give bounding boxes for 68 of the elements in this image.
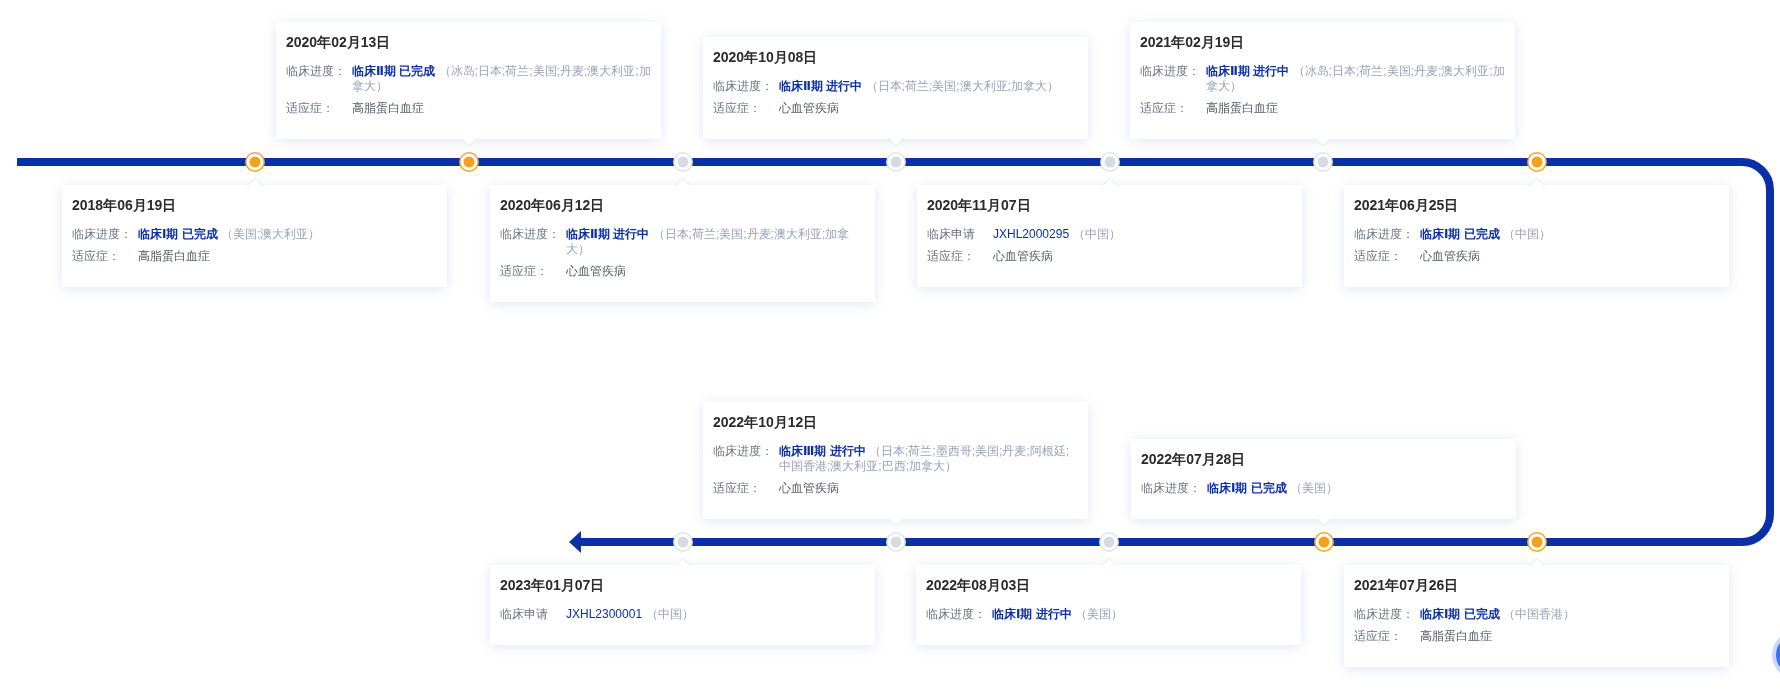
phase-status-text: 临床Ⅱ期 进行中 （日本;荷兰;美国;澳大利亚;加拿大） — [779, 79, 1059, 93]
timeline-card — [703, 37, 1088, 139]
indication-text: 心血管疾病 — [779, 481, 839, 495]
timeline-card — [917, 185, 1302, 287]
timeline-card — [1131, 439, 1516, 519]
field-label: 适应症： — [1354, 629, 1402, 643]
timeline-card — [62, 185, 447, 287]
phase-status-text: 临床Ⅲ期 进行中 （日本;荷兰;墨西哥;美国;丹麦;阿根廷;中国香港;澳大利亚;巴西;加拿大） — [779, 444, 1070, 473]
field-label: 临床进度： — [500, 227, 560, 241]
field-label: 临床进度： — [1354, 607, 1414, 621]
field-label: 临床申请 — [500, 607, 548, 621]
indication-text: 心血管疾病 — [779, 101, 839, 115]
indication-text: 高脂蛋白血症 — [1206, 101, 1278, 115]
date-heading: 2022年07月28日 — [1141, 450, 1246, 469]
timeline-card — [1130, 22, 1515, 139]
field-label: 临床进度： — [1141, 481, 1201, 495]
date-heading: 2023年01月07日 — [500, 576, 605, 595]
field-label: 临床进度： — [72, 227, 132, 241]
field-label: 适应症： — [1354, 249, 1402, 263]
application-number: JXHL2000295 — [993, 227, 1070, 241]
date-heading: 2022年10月12日 — [713, 413, 818, 432]
date-heading: 2021年06月25日 — [1354, 196, 1459, 215]
field-label: 适应症： — [500, 264, 548, 278]
indication-text: 心血管疾病 — [993, 249, 1053, 263]
field-label: 临床进度： — [1140, 64, 1200, 78]
phase-status-text: 临床Ⅰ期 已完成 （中国） — [1420, 227, 1552, 241]
phase-status-text: 临床Ⅰ期 进行中 （美国） — [992, 607, 1124, 621]
phase-status-text: 临床Ⅱ期 进行中 （冰岛;日本;荷兰;美国;丹麦;澳大利亚;加拿大） — [1206, 64, 1505, 93]
phase-status-text: 临床Ⅰ期 已完成 （美国;澳大利亚） — [138, 227, 321, 241]
date-heading: 2020年11月07日 — [927, 196, 1031, 215]
indication-text: 心血管疾病 — [1420, 249, 1480, 263]
phase-status-text: 临床Ⅱ期 进行中 （日本;荷兰;美国;丹麦;澳大利亚;加拿大） — [566, 227, 850, 256]
date-heading: 2020年06月12日 — [500, 196, 605, 215]
field-label: 临床进度： — [926, 607, 986, 621]
field-label: 临床申请 — [927, 227, 975, 241]
field-label: 临床进度： — [1354, 227, 1414, 241]
country-list: （中国） — [646, 607, 695, 621]
indication-text: 高脂蛋白血症 — [352, 101, 424, 115]
timeline-card — [490, 565, 875, 645]
field-label: 临床进度： — [286, 64, 346, 78]
timeline-card — [703, 402, 1088, 519]
timeline-card — [490, 185, 875, 302]
field-label: 适应症： — [713, 101, 761, 115]
field-label: 适应症： — [1140, 101, 1188, 115]
phase-status-text: 临床Ⅱ期 已完成 （冰岛;日本;荷兰;美国;丹麦;澳大利亚;加拿大） — [352, 64, 651, 93]
field-label: 临床进度： — [713, 79, 773, 93]
date-heading: 2021年02月19日 — [1140, 33, 1245, 52]
field-label: 适应症： — [927, 249, 975, 263]
date-heading: 2018年06月19日 — [72, 196, 177, 215]
date-heading: 2020年10月08日 — [713, 48, 818, 67]
timeline-card — [276, 22, 661, 139]
date-heading: 2020年02月13日 — [286, 33, 391, 52]
application-number: JXHL2300001 — [566, 607, 643, 621]
phase-status-text: 临床Ⅰ期 已完成 （美国） — [1207, 481, 1339, 495]
timeline-card — [916, 565, 1301, 645]
indication-text: 高脂蛋白血症 — [138, 249, 210, 263]
timeline-card — [1344, 565, 1729, 667]
indication-text: 高脂蛋白血症 — [1420, 629, 1492, 643]
country-list: （中国） — [1073, 227, 1122, 241]
timeline-card — [1344, 185, 1729, 287]
date-heading: 2021年07月26日 — [1354, 576, 1459, 595]
phase-status-text: 临床Ⅰ期 已完成 （中国香港） — [1420, 607, 1576, 621]
field-label: 适应症： — [72, 249, 120, 263]
field-label: 适应症： — [713, 481, 761, 495]
field-label: 临床进度： — [713, 444, 773, 458]
date-heading: 2022年08月03日 — [926, 576, 1031, 595]
field-label: 适应症： — [286, 101, 334, 115]
indication-text: 心血管疾病 — [566, 264, 626, 278]
